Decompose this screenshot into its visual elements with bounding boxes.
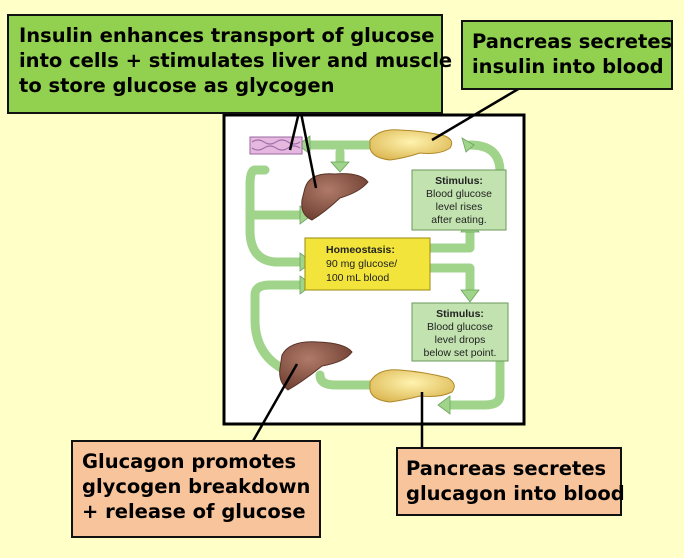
pancreas-glucagon-line-2: glucagon into blood [406, 481, 625, 505]
pointer-pancreas-insulin [431, 86, 521, 142]
muscle-tissue-icon [249, 136, 303, 155]
homeostasis-box [304, 237, 431, 291]
feedback-loop-arrows [245, 140, 505, 410]
homeostasis-title: Homeostasis: [326, 244, 395, 256]
glucagon-effect-line-2: glycogen breakdown [82, 474, 311, 498]
stimulus-rise-box [411, 169, 507, 231]
pointer-glucagon [251, 363, 299, 442]
stimulus-drop-title: Stimulus: [436, 308, 484, 320]
pancreas-insulin-line-1: Pancreas secretes [472, 30, 673, 53]
insulin-effect-callout: Insulin enhances transport of glucose in… [7, 14, 453, 114]
insulin-effect-line-1: Insulin enhances transport of glucose [19, 24, 435, 47]
stimulus-rise-line-2: level rises [436, 201, 483, 213]
pointer-insulin-liver [298, 107, 318, 189]
glucagon-effect-callout: Glucagon promotes glycogen breakdown + r… [71, 440, 321, 538]
stimulus-rise-line-3: after eating. [431, 214, 486, 226]
stimulus-drop-box [411, 302, 509, 362]
homeostasis-line-2: 100 mL blood [326, 272, 389, 284]
pancreas-lower-icon [369, 369, 455, 403]
pancreas-insulin-line-2: insulin into blood [472, 54, 664, 78]
stimulus-rise-line-1: Blood glucose [426, 188, 492, 200]
stimulus-drop-line-3: below set point. [424, 347, 497, 359]
pointer-insulin-muscle [288, 107, 302, 151]
glucagon-effect-line-1: Glucagon promotes [82, 450, 297, 473]
homeostasis-line-1: 90 mg glucose/ [326, 258, 397, 270]
callout-pointers [251, 86, 521, 448]
pancreas-upper-icon [369, 129, 453, 161]
glucagon-effect-line-3: + release of glucose [82, 499, 306, 523]
insulin-effect-line-3: to store glucose as glycogen [19, 73, 335, 97]
pancreas-insulin-callout: Pancreas secretes insulin into blood [461, 20, 673, 90]
insulin-effect-line-2: into cells + stimulates liver and muscle [19, 48, 453, 72]
pancreas-glucagon-callout: Pancreas secretes glucagon into blood [396, 447, 625, 516]
pancreas-glucagon-line-1: Pancreas secretes [406, 457, 607, 480]
stimulus-rise-title: Stimulus: [435, 175, 483, 187]
liver-upper-icon [301, 173, 369, 221]
stimulus-drop-line-2: level drops [435, 334, 486, 346]
stimulus-drop-line-1: Blood glucose [427, 321, 493, 333]
